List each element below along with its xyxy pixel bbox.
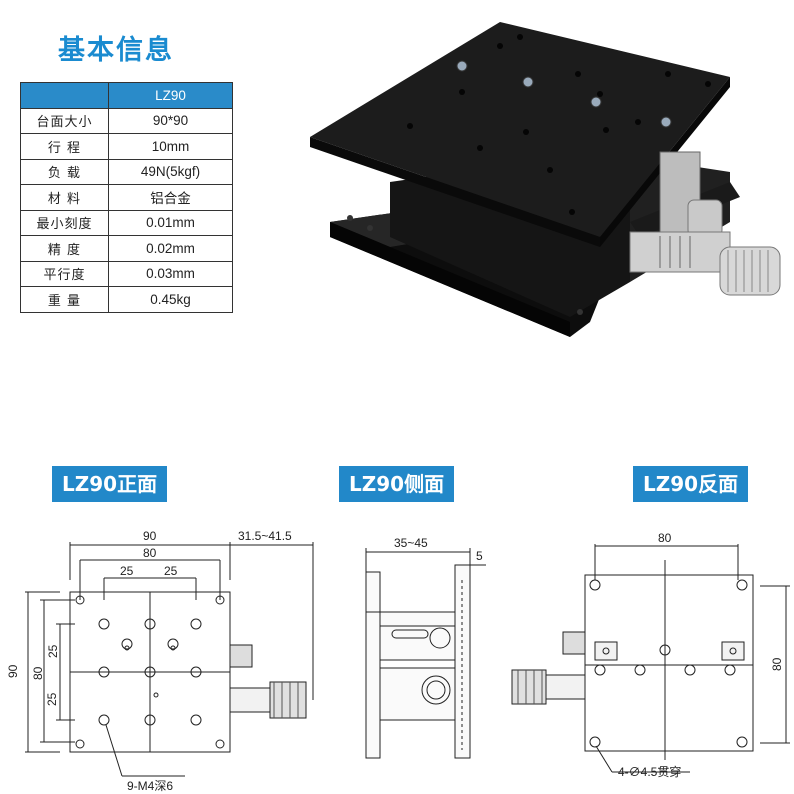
back-holes: [589, 579, 748, 748]
spec-label: 最小刻度: [20, 209, 109, 236]
back-dim-height: 80: [770, 657, 784, 671]
side-view-label: LZ90侧面: [339, 466, 455, 502]
spec-value: 90*90: [108, 107, 233, 134]
side-dim-range: 35~45: [394, 536, 428, 550]
front-dim-width-inner: 80: [143, 546, 157, 560]
side-view-drawing: [365, 548, 486, 759]
front-dim-left-pitch-a: 25: [46, 644, 60, 658]
front-view-label: LZ90正面: [52, 466, 168, 502]
spec-label: 精 度: [20, 235, 109, 262]
spec-value: 49N(5kgf): [108, 158, 233, 185]
spec-row: 材 料铝合金: [20, 184, 233, 211]
back-dim-width: 80: [658, 531, 672, 545]
spec-model-header: LZ90: [108, 82, 233, 109]
spec-value: 0.01mm: [108, 209, 233, 236]
spec-label: 重 量: [20, 286, 109, 313]
spec-label: 行 程: [20, 133, 109, 160]
spec-value: 铝合金: [108, 184, 233, 211]
back-view-drawing: [511, 544, 790, 773]
spec-label: 负 载: [20, 158, 109, 185]
front-dim-height-range: 31.5~41.5: [238, 529, 292, 543]
spec-label: 台面大小: [20, 107, 109, 134]
spec-value: 0.02mm: [108, 235, 233, 262]
product-photo: [310, 22, 781, 337]
front-dim-left-pitch-b: 25: [45, 692, 59, 706]
page-title: 基本信息: [58, 35, 174, 66]
technical-drawings: 90 31.5~41.5 80 25 25 90 80 25 25 9-M4深6…: [6, 529, 790, 793]
spec-value: 10mm: [108, 133, 233, 160]
spec-label: 材 料: [20, 184, 109, 211]
side-dim-thickness: 5: [476, 549, 483, 563]
spec-value: 0.03mm: [108, 260, 233, 287]
front-dim-left-outer: 90: [6, 664, 20, 678]
spec-value: 0.45kg: [108, 286, 233, 313]
front-dim-pitch-b: 25: [164, 564, 178, 578]
front-hole-note: 9-M4深6: [127, 779, 173, 793]
back-view-label: LZ90反面: [633, 466, 749, 502]
front-dim-width-outer: 90: [143, 529, 157, 543]
front-dim-pitch-a: 25: [120, 564, 134, 578]
spec-header-blank: [20, 82, 109, 109]
front-holes: [75, 595, 225, 749]
spec-header-row: LZ90: [20, 82, 233, 109]
spec-label: 平行度: [20, 260, 109, 287]
front-dim-left-inner: 80: [31, 666, 45, 680]
back-hole-note: 4-∅4.5贯穿: [618, 764, 681, 779]
front-view-drawing: [25, 542, 314, 777]
